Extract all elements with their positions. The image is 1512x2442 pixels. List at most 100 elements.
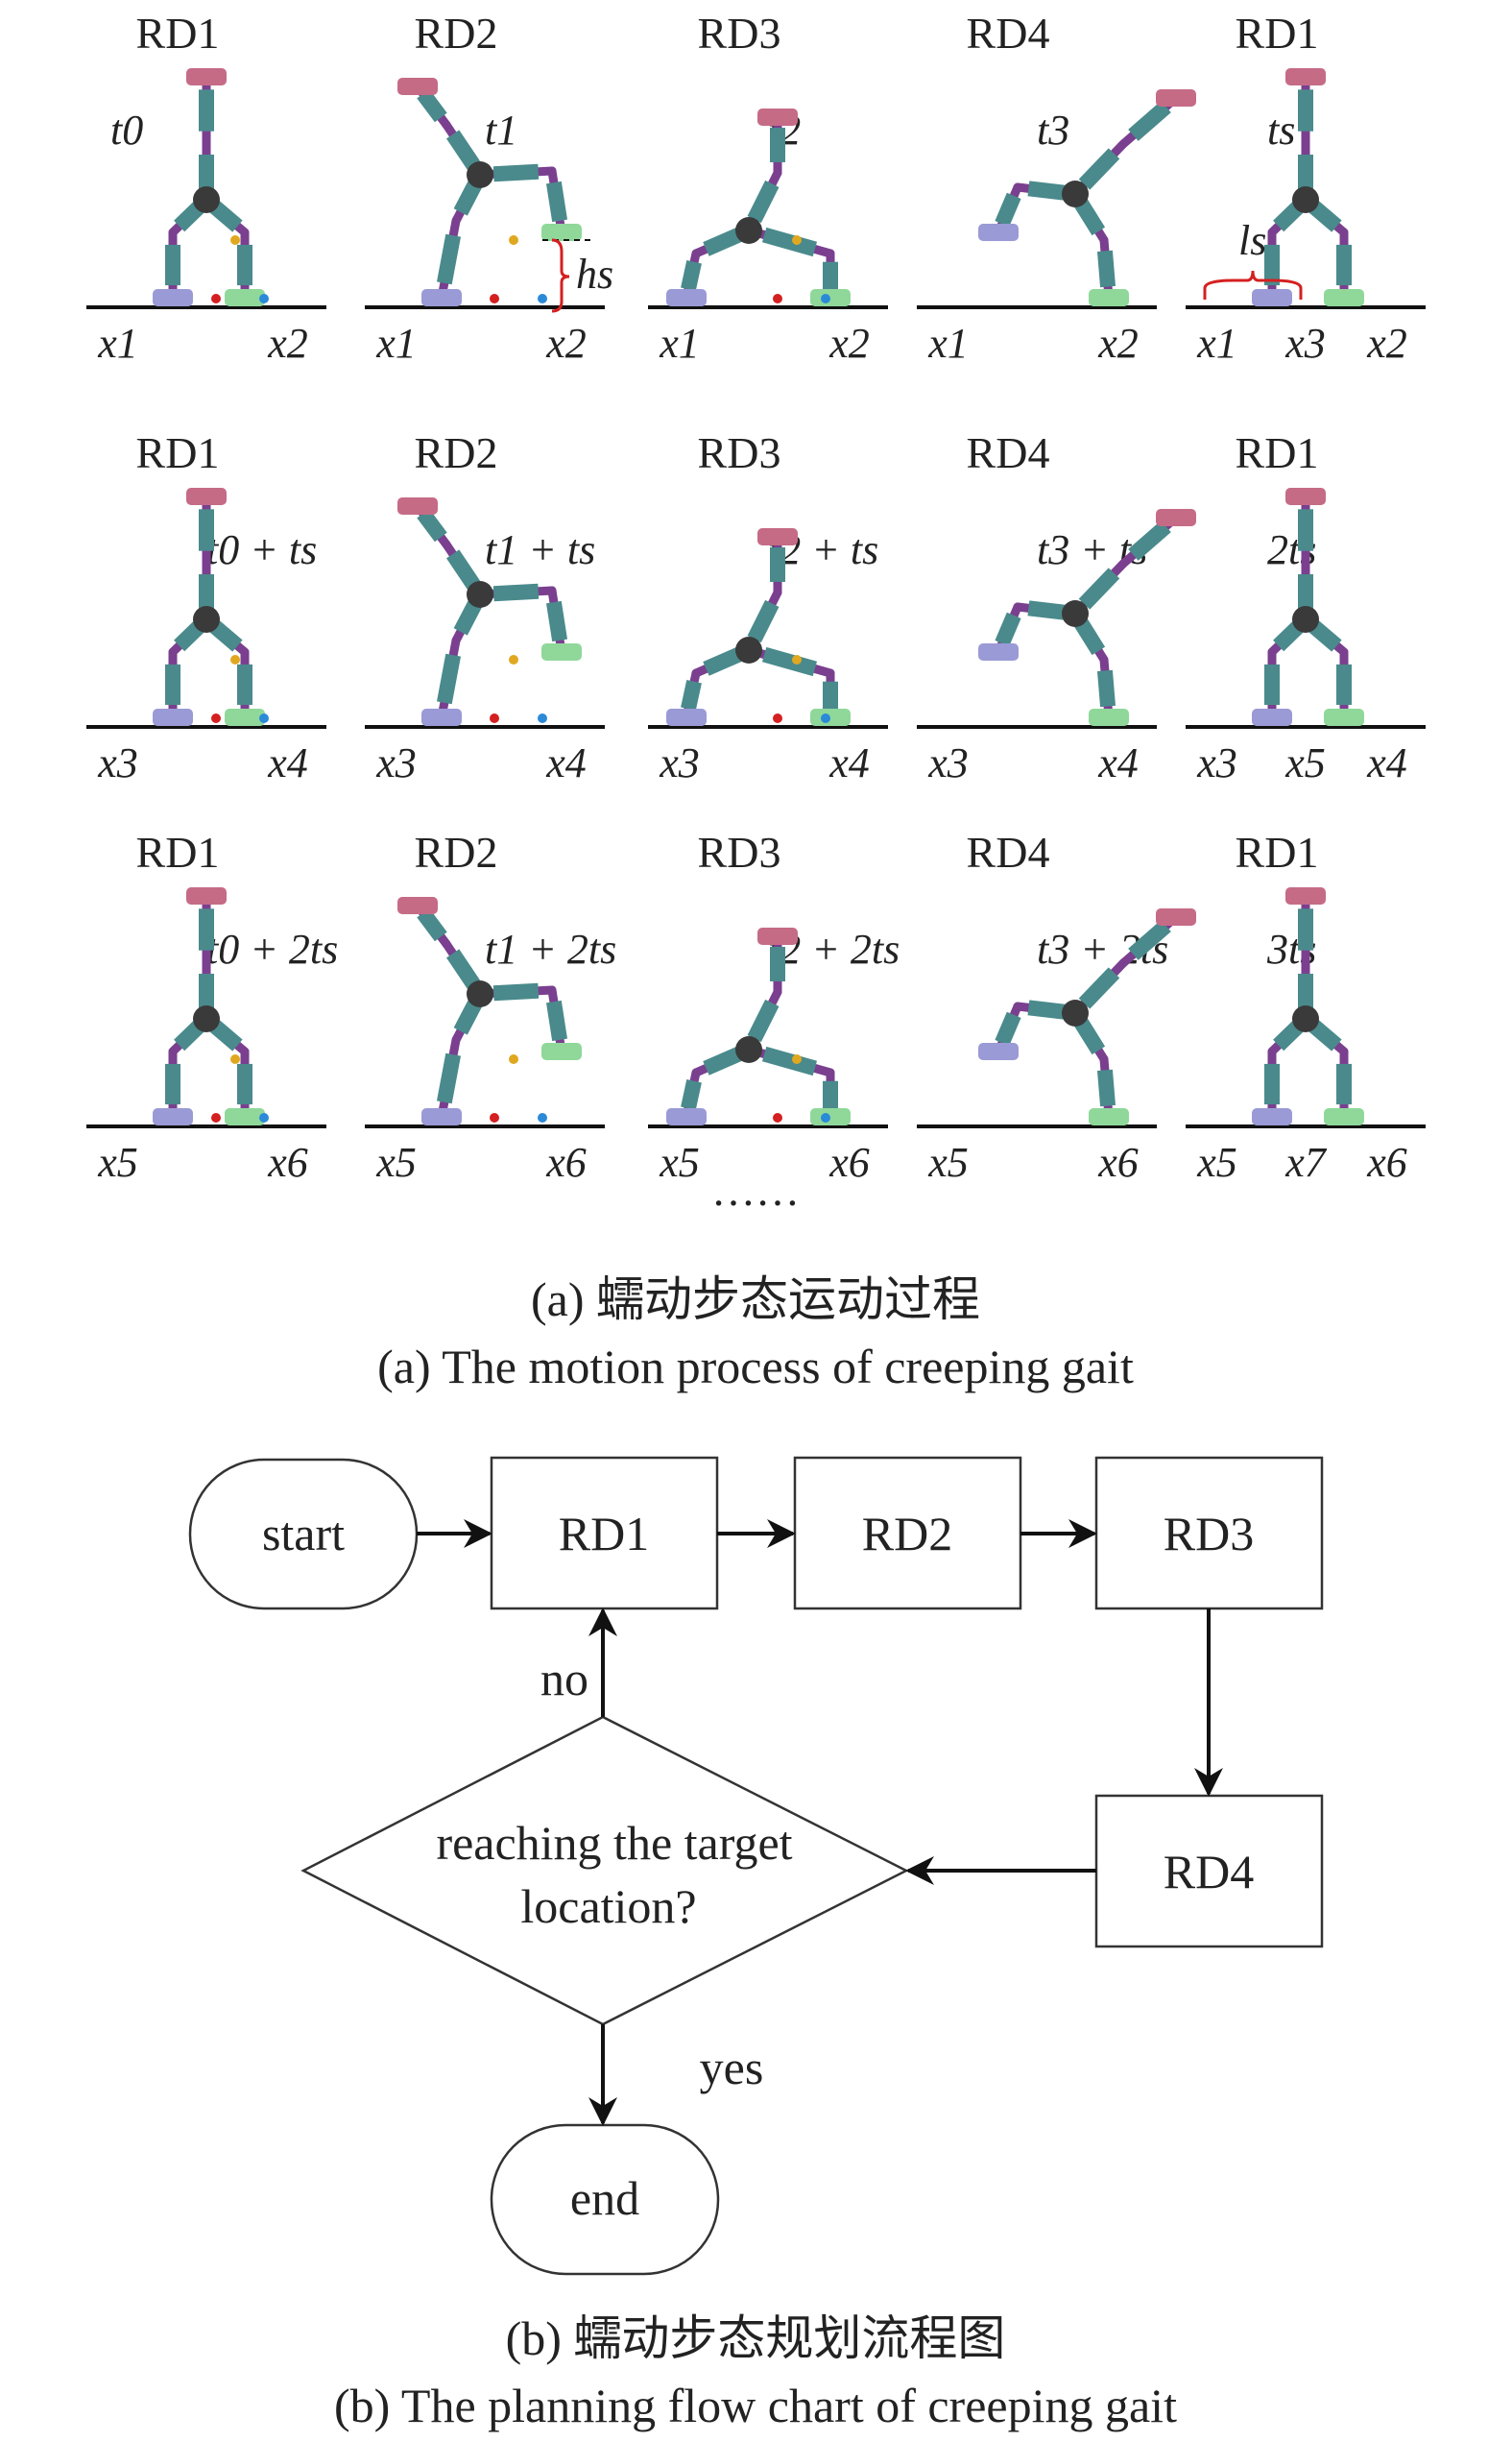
left-foot-pad: [978, 224, 1019, 241]
link-segment: [165, 1063, 180, 1105]
caption-b-en: (b) The planning flow chart of creeping …: [334, 2379, 1177, 2432]
right-foot-pad: [810, 289, 851, 306]
panel-1-3: RD3x1x2t2: [648, 9, 888, 367]
link-segment: [446, 949, 480, 989]
robot: [397, 497, 582, 726]
robot: [978, 89, 1196, 306]
body-hub: [1292, 606, 1319, 633]
position-label: x2: [1097, 320, 1139, 367]
body-hub: [193, 606, 220, 633]
right-foot-pad: [1324, 289, 1364, 306]
link-segment: [417, 88, 447, 123]
right-foot-pad: [810, 1108, 851, 1125]
link-segment: [823, 261, 838, 290]
caption-b-cn: (b) 蠕动步态规划流程图: [506, 2311, 1006, 2365]
right-foot-pad: [1324, 1108, 1364, 1125]
head-pad: [757, 928, 798, 945]
head-pad: [186, 68, 227, 85]
link-segment: [681, 680, 702, 711]
yellow-marker: [792, 1054, 802, 1064]
link-segment: [208, 200, 243, 232]
panel-title: RD2: [415, 9, 498, 58]
head-pad: [186, 887, 227, 905]
link-segment: [770, 547, 785, 582]
robot: [153, 488, 265, 726]
robot: [666, 109, 851, 306]
yellow-marker: [230, 1054, 240, 1064]
yes-label: yes: [700, 2041, 764, 2094]
position-label: x3: [375, 739, 417, 786]
head-pad: [1156, 89, 1196, 107]
end-label: end: [570, 2171, 639, 2225]
robot: [978, 509, 1196, 726]
start-label: start: [262, 1507, 345, 1560]
red-marker: [211, 713, 221, 723]
panel-title: RD4: [967, 9, 1050, 58]
head-pad: [397, 497, 438, 515]
link-segment: [446, 130, 480, 170]
link-segment: [761, 1046, 818, 1076]
link-segment: [747, 599, 780, 643]
yellow-marker: [230, 235, 240, 245]
position-label: x3: [1284, 320, 1326, 367]
link-segment: [703, 1047, 742, 1076]
left-foot-pad: [666, 1108, 707, 1125]
hs-label: hs: [576, 251, 613, 298]
link-segment: [1078, 967, 1120, 1009]
robot: [397, 78, 582, 306]
link-segment: [199, 509, 214, 551]
position-label: x6: [828, 1139, 870, 1186]
link-segment: [1096, 669, 1116, 708]
robot: [153, 68, 265, 306]
link-segment: [1264, 244, 1280, 286]
position-label: x1: [375, 320, 417, 367]
right-foot-pad: [541, 224, 582, 241]
link-segment: [492, 583, 540, 602]
robot: [978, 908, 1196, 1125]
position-label: x1: [927, 320, 969, 367]
head-pad: [186, 488, 227, 505]
link-segment: [995, 192, 1021, 228]
link-segment: [1128, 520, 1171, 561]
left-foot-pad: [153, 289, 193, 306]
link-segment: [436, 653, 462, 705]
link-segment: [823, 681, 838, 710]
link-segment: [1308, 1019, 1342, 1052]
position-label: x5: [1196, 1139, 1237, 1186]
head-pad: [1156, 908, 1196, 926]
position-label: x1: [1196, 320, 1237, 367]
head-pad: [757, 109, 798, 126]
step-rd3-label: RD3: [1164, 1507, 1254, 1560]
step-rd3-box: [1094, 1456, 1324, 1610]
left-foot-pad: [421, 709, 462, 726]
panel-title: RD2: [415, 828, 498, 877]
body-hub: [467, 581, 493, 608]
position-label: x6: [1366, 1139, 1407, 1186]
link-segment: [1298, 974, 1313, 1008]
panel-title: RD1: [1236, 428, 1319, 477]
link-segment: [761, 646, 818, 677]
panel-title: RD1: [1236, 9, 1319, 58]
right-foot-pad: [1089, 709, 1129, 726]
left-foot-pad: [978, 1043, 1019, 1060]
link-segment: [492, 163, 540, 182]
link-segment: [237, 244, 252, 286]
yellow-marker: [230, 655, 240, 665]
right-foot-pad: [225, 1108, 265, 1125]
body-hub: [193, 186, 220, 213]
link-segment: [436, 233, 462, 285]
right-foot-pad: [225, 289, 265, 306]
caption-a-en: (a) The motion process of creeping gait: [377, 1340, 1134, 1393]
head-pad: [1285, 488, 1326, 505]
head-pad: [1285, 887, 1326, 905]
link-segment: [995, 612, 1021, 647]
link-segment: [1264, 1063, 1280, 1105]
right-foot-pad: [541, 1043, 582, 1060]
link-segment: [199, 574, 214, 609]
